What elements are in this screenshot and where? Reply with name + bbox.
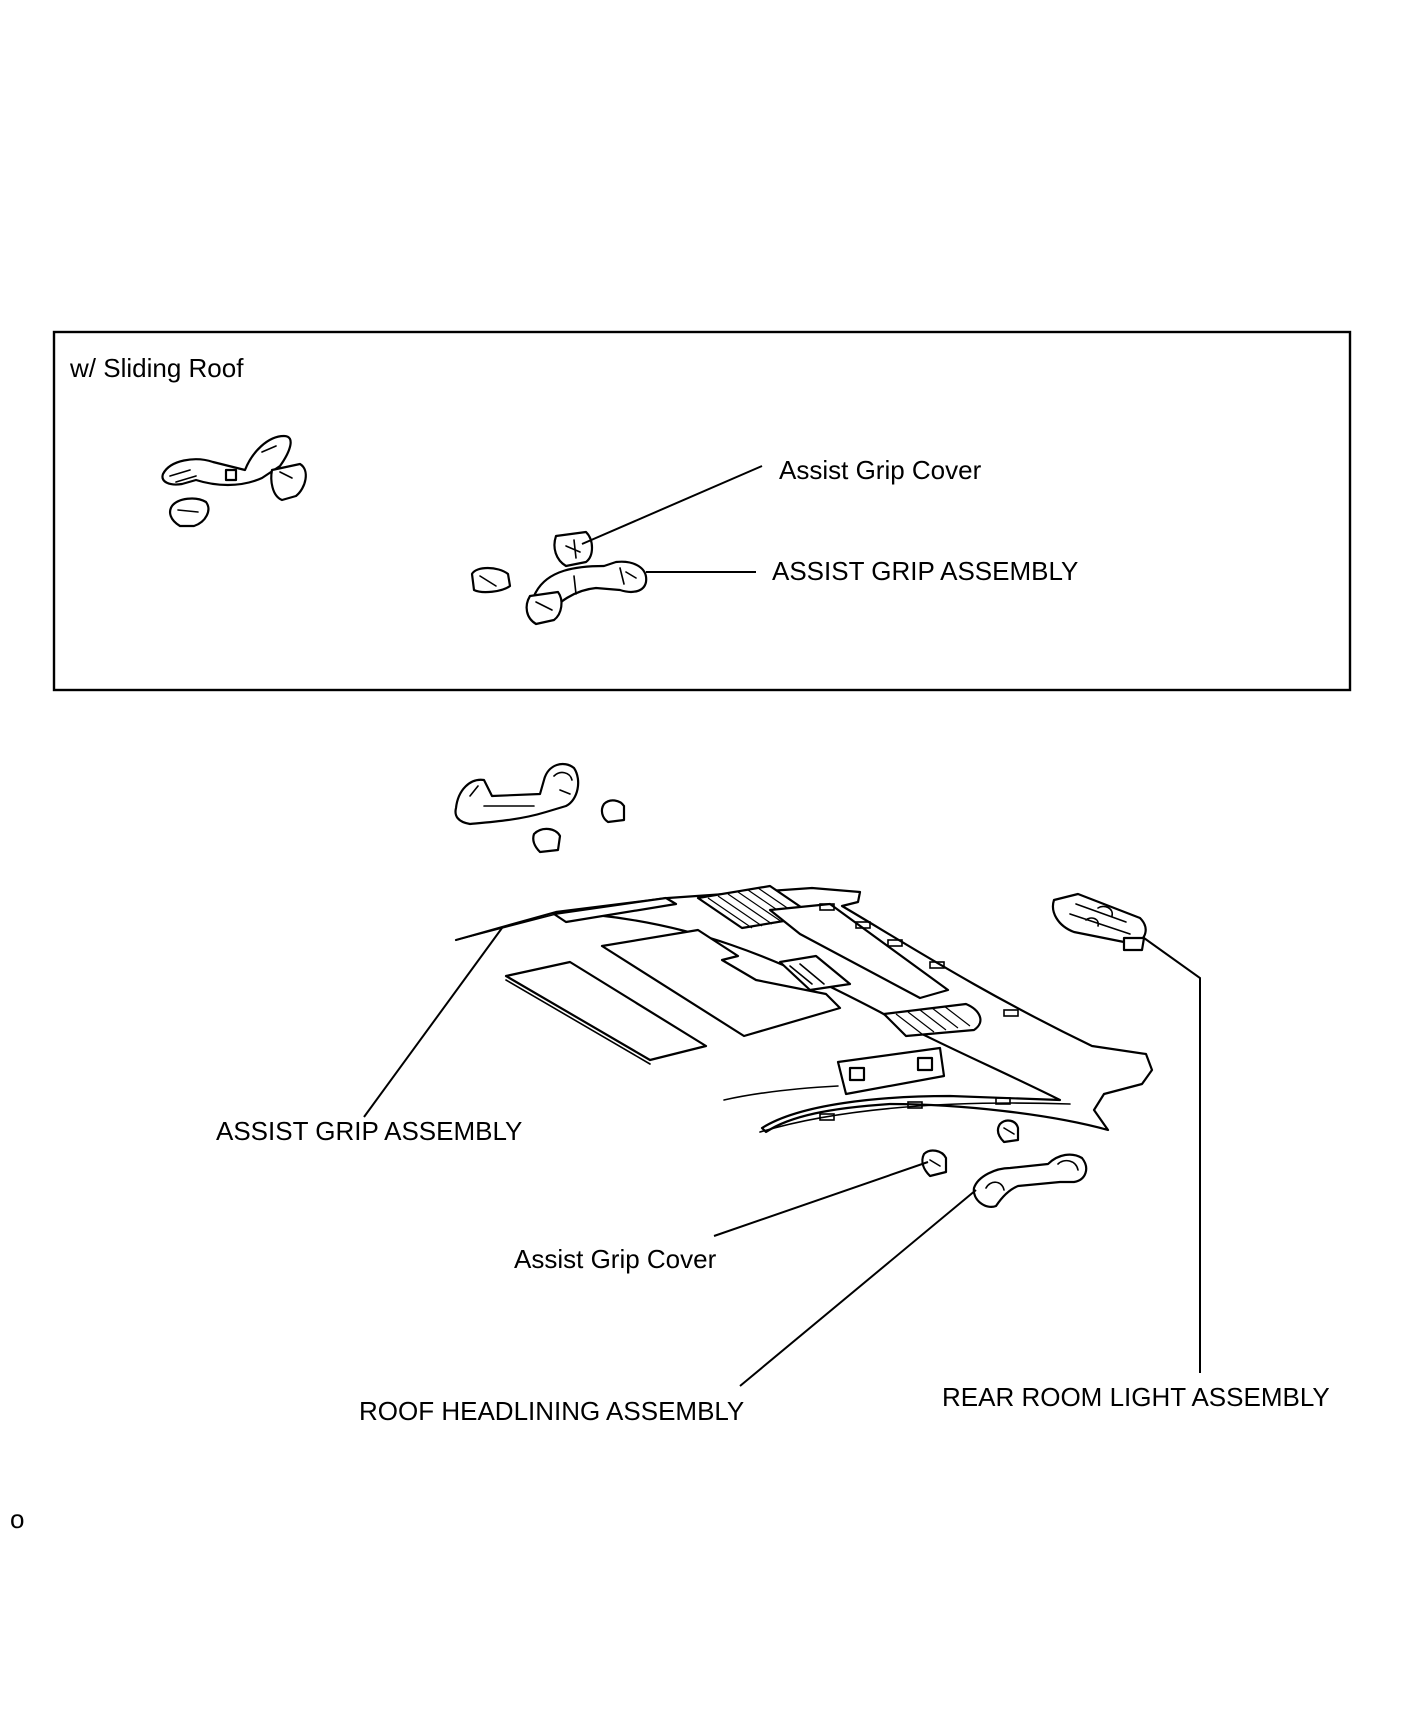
rear-room-light-assembly-label: REAR ROOM LIGHT ASSEMBLY <box>942 1382 1330 1412</box>
rear-grip-cover-leader <box>713 1161 929 1237</box>
main-assist-grip-cover-label: Assist Grip Cover <box>514 1244 717 1274</box>
inset-grip-assembly-part <box>470 560 648 626</box>
inset-grip-cover-part <box>553 530 594 568</box>
rear-grip-cover-part <box>921 1119 1020 1178</box>
headlining-leader <box>739 1189 977 1387</box>
inset-cover-leader <box>581 465 763 545</box>
front-grip-assembly-leader <box>363 927 503 1118</box>
roof-headlining-assembly-label: ROOF HEADLINING ASSEMBLY <box>359 1396 744 1426</box>
inset-frame <box>52 330 1352 692</box>
sliding-roof-inset: w/ Sliding Roof Assist Grip Cover <box>52 330 1352 692</box>
inset-title: w/ Sliding Roof <box>69 353 244 383</box>
roof-headlining-part <box>454 884 1154 1134</box>
front-assist-grip-part <box>454 762 626 854</box>
rear-room-light-leader <box>1143 937 1201 1373</box>
main-assist-grip-assembly-label: ASSIST GRIP ASSEMBLY <box>216 1116 522 1146</box>
inset-assist-grip-cover-label: Assist Grip Cover <box>779 455 982 485</box>
rear-assist-grip-part <box>972 1153 1088 1208</box>
footer-mark: o <box>10 1504 24 1534</box>
rear-room-light-part <box>1051 892 1147 952</box>
inset-assist-grip-assembly-label: ASSIST GRIP ASSEMBLY <box>772 556 1078 586</box>
main-illustration: ASSIST GRIP ASSEMBLY Assist Grip Cover R… <box>216 762 1330 1426</box>
inset-overview-grip-illustration <box>161 434 307 528</box>
